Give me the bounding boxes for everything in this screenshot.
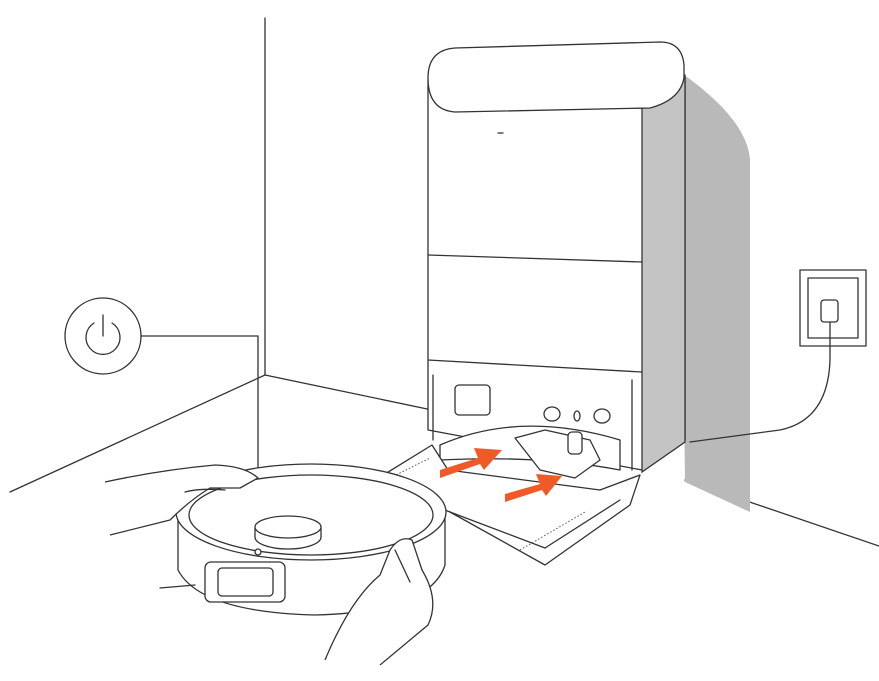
plug-icon [820, 299, 839, 323]
dock-shadow [680, 72, 750, 512]
power-icon [64, 297, 259, 479]
insert-arrow-icon [440, 448, 562, 502]
docking-station [427, 41, 686, 479]
hands [104, 464, 434, 666]
wall-outlet-icon [689, 269, 867, 443]
robot-vacuum [159, 463, 447, 616]
